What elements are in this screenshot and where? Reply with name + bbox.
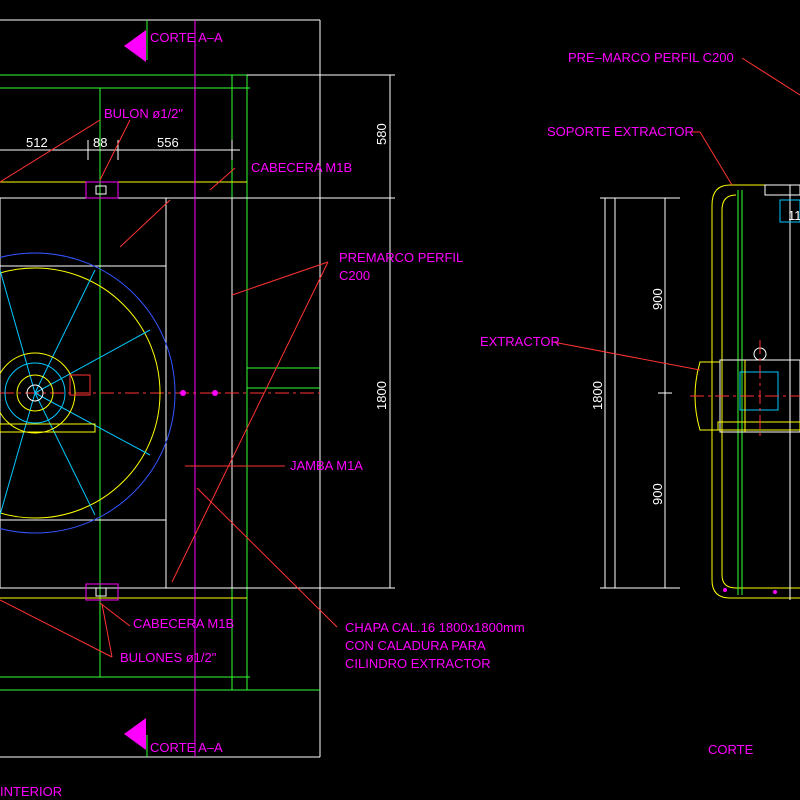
- bulon-label: BULON ø1/2": [104, 106, 183, 121]
- right-leader-lines: [552, 57, 800, 371]
- section-label-top: CORTE A–A: [150, 30, 223, 45]
- section-arrow-top: [124, 30, 146, 62]
- dimension-lines: [0, 74, 395, 589]
- dim-900-bottom: 900: [650, 483, 665, 505]
- section-label-bottom: CORTE A–A: [150, 740, 223, 755]
- view-title-corte: CORTE: [708, 742, 754, 757]
- view-title-interior: INTERIOR: [0, 784, 62, 799]
- premarco-label-2: C200: [339, 268, 370, 283]
- extractor-label: EXTRACTOR: [480, 334, 560, 349]
- soporte-extractor-label: SOPORTE EXTRACTOR: [547, 124, 694, 139]
- section-arrow-bottom: [124, 718, 146, 750]
- small-dim-label: 110: [788, 208, 800, 223]
- dim-88: 88: [93, 135, 107, 150]
- dim-580: 580: [374, 123, 389, 145]
- dim-512: 512: [26, 135, 48, 150]
- right-view-frame: [600, 184, 800, 600]
- bulones-label: BULONES ø1/2": [120, 650, 217, 665]
- cabecera-bottom-label: CABECERA M1B: [133, 616, 234, 631]
- right-view-labels: PRE–MARCO PERFIL C200 SOPORTE EXTRACTOR …: [480, 50, 800, 757]
- chapa-label-1: CHAPA CAL.16 1800x1800mm: [345, 620, 525, 635]
- dim-1800-right: 1800: [590, 381, 605, 410]
- left-view-labels: CORTE A–A BULON ø1/2" 512 88 556 580 180…: [0, 30, 525, 799]
- chapa-label-3: CILINDRO EXTRACTOR: [345, 656, 491, 671]
- chapa-label-2: CON CALADURA PARA: [345, 638, 486, 653]
- left-view-frame: [0, 19, 321, 758]
- jamba-label: JAMBA M1A: [290, 458, 363, 473]
- dim-1800: 1800: [374, 381, 389, 410]
- dim-900-top: 900: [650, 288, 665, 310]
- leader-lines: [0, 119, 338, 658]
- premarco-label-1: PREMARCO PERFIL: [339, 250, 463, 265]
- dim-556: 556: [157, 135, 179, 150]
- pre-marco-label: PRE–MARCO PERFIL C200: [568, 50, 734, 65]
- bolt-brackets: [85, 181, 218, 601]
- cabecera-top-label: CABECERA M1B: [251, 160, 352, 175]
- fan-wheel: [0, 252, 176, 534]
